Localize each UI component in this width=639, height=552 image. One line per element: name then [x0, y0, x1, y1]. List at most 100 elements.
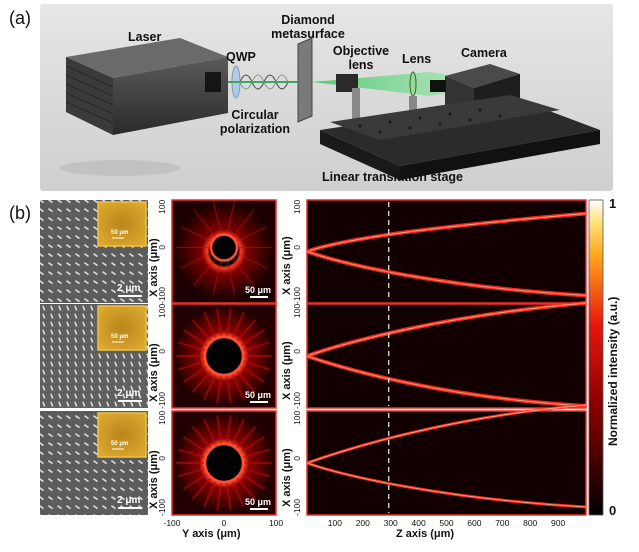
xy-radial-streak — [236, 370, 257, 393]
z-y-tick: 100 — [292, 199, 302, 214]
xy-radial-streak — [225, 415, 232, 444]
xy-radial-streak — [240, 365, 265, 383]
label-circular-polarization: Circular polarization — [219, 108, 291, 136]
xy-focal-ring — [203, 442, 245, 484]
xy-radial-streak — [242, 360, 271, 371]
colorbar-title: Normalized intensity (a.u.) — [606, 296, 620, 446]
z-y-tick: 0 — [292, 456, 302, 461]
xy-x-tick: 0 — [221, 518, 227, 528]
inset-scale-label: 50 μm — [111, 441, 129, 447]
label-camera: Camera — [461, 46, 507, 60]
xy-scale-label: 50 μm — [245, 390, 272, 400]
xy-radial-streak — [232, 258, 255, 286]
xy-radial-streak — [236, 226, 268, 242]
xy-y-axis-title: X axis (μm) — [148, 238, 160, 297]
xy-radial-streak — [226, 200, 236, 234]
z-x-tick: 900 — [551, 518, 566, 528]
z-y-tick: 0 — [292, 349, 302, 354]
xy-x-tick: 100 — [268, 518, 284, 528]
inset-scale-label: 50 μm — [111, 230, 129, 236]
xy-radial-streak — [177, 360, 206, 371]
xy-radial-streak — [231, 311, 245, 339]
label-objective-lens: Objective lens — [332, 44, 390, 72]
xy-radial-streak — [242, 448, 271, 459]
xy-radial-streak — [236, 477, 257, 500]
z-y-tick: -100 — [292, 498, 302, 516]
z-y-tick: 0 — [292, 244, 302, 250]
laser-body — [65, 38, 228, 135]
xy-radial-streak — [236, 319, 257, 342]
xy-radial-streak — [177, 467, 206, 478]
xy-radial-streak — [180, 226, 212, 242]
sem-scale-label: 2 μm — [117, 283, 141, 294]
xy-radial-streak — [232, 209, 255, 237]
inset-scale-label: 50 μm — [111, 334, 129, 340]
label-qwp: QWP — [226, 50, 256, 64]
xy-radial-streak — [242, 467, 271, 478]
z-beam-upper-core — [306, 404, 587, 464]
xy-scale-label: 50 μm — [245, 497, 272, 507]
z-beam-lower-core — [306, 251, 587, 296]
xy-x-tick: -100 — [163, 518, 181, 528]
xy-y-axis-title: X axis (μm) — [148, 450, 160, 509]
xy-focal-ring — [209, 233, 239, 262]
z-x-tick: 800 — [523, 518, 538, 528]
xy-radial-streak — [191, 370, 212, 393]
label-lens: Lens — [402, 52, 432, 66]
z-y-axis-title: X axis (μm) — [281, 448, 293, 507]
xy-radial-streak — [203, 311, 217, 339]
panel-b-tag: (b) — [9, 203, 31, 223]
z-y-tick: -100 — [292, 391, 302, 409]
xy-y-axis-title: X axis (μm) — [148, 343, 160, 402]
panel-a-tag: (a) — [9, 8, 31, 28]
xy-focal-ring — [203, 335, 245, 377]
setup-drawing — [60, 37, 600, 180]
xy-radial-streak — [203, 373, 217, 401]
xy-radial-streak — [216, 482, 223, 511]
sem-inset — [97, 201, 147, 247]
sem-inset — [97, 412, 147, 458]
xy-radial-streak — [231, 480, 245, 508]
xy-y-tick: 100 — [157, 303, 167, 318]
xy-radial-streak — [231, 373, 245, 401]
xy-radial-streak — [216, 415, 223, 444]
z-x-axis-title: Z axis (μm) — [396, 528, 455, 540]
xy-radial-streak — [183, 365, 208, 383]
translation-stage — [320, 95, 600, 180]
z-y-tick: 100 — [292, 410, 302, 425]
z-x-tick: 500 — [439, 518, 454, 528]
xy-radial-streak — [240, 472, 265, 490]
xy-radial-streak — [216, 375, 223, 404]
xy-radial-streak — [191, 319, 212, 342]
xy-radial-streak — [183, 329, 208, 347]
z-y-axis-title: X axis (μm) — [281, 341, 293, 400]
xy-y-tick: 100 — [157, 410, 167, 425]
xy-radial-streak — [231, 418, 245, 446]
xy-radial-streak — [191, 477, 212, 500]
xy-radial-streak — [193, 258, 216, 286]
colorbar — [588, 199, 604, 516]
xy-radial-streak — [225, 308, 232, 337]
xy-radial-streak — [236, 426, 257, 449]
xy-radial-streak — [183, 436, 208, 454]
colorbar-max: 1 — [609, 196, 617, 211]
xy-y-tick: 100 — [157, 199, 167, 214]
z-beam-upper-core — [306, 213, 587, 252]
label-laser: Laser — [128, 30, 162, 44]
colorbar-min: 0 — [609, 503, 617, 518]
xy-radial-streak — [212, 200, 222, 234]
xy-radial-streak — [203, 480, 217, 508]
z-y-tick: 100 — [292, 303, 302, 318]
xy-radial-streak — [225, 375, 232, 404]
label-diamond-metasurface: Diamond metasurface — [271, 13, 345, 41]
xy-radial-streak — [191, 426, 212, 449]
z-x-tick: 400 — [411, 518, 426, 528]
xy-radial-streak — [183, 472, 208, 490]
metasurface — [297, 37, 313, 123]
xy-radial-streak — [226, 261, 236, 295]
sem-scale-label: 2 μm — [117, 388, 141, 399]
xy-scale-label: 50 μm — [245, 285, 272, 295]
xy-radial-streak — [193, 209, 216, 237]
z-x-tick: 700 — [495, 518, 510, 528]
